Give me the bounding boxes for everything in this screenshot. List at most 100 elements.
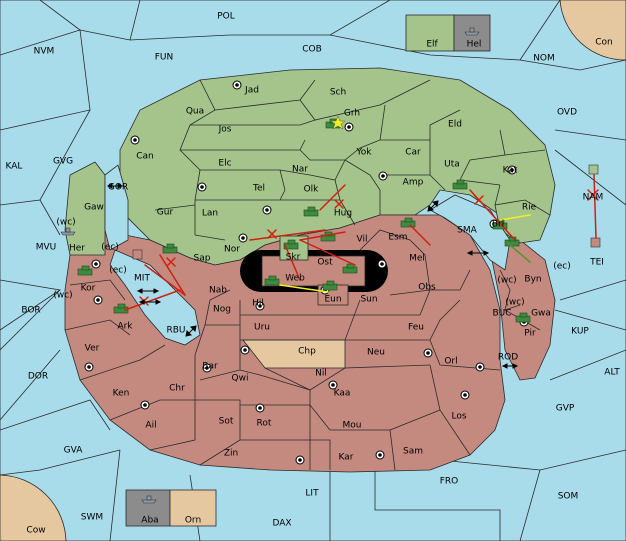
red-land-labels: Skr Vil Esm Bri Ost Mel Web Eun Sun Obs … [81,220,551,463]
svg-text:Qwi: Qwi [232,374,249,384]
land-cow[interactable] [0,474,67,541]
unit-army-icon [77,265,93,276]
svg-text:Can: Can [136,152,154,162]
svg-text:Amp: Amp [403,178,424,188]
svg-text:Zin: Zin [224,449,238,459]
svg-text:Bri: Bri [492,220,504,230]
sea-sma-lagoon[interactable] [429,194,511,271]
svg-text:Byn: Byn [524,275,541,285]
unit-army-icon [322,280,338,291]
label-gvg: GVG [53,157,73,167]
unit-fleet-icon [464,27,480,36]
label-rod: ROD [498,353,518,363]
svg-text:(wc): (wc) [53,291,72,301]
label-aba: Aba [141,516,158,526]
label-mit: MIT [134,274,150,284]
unit-army-icon [452,179,468,190]
svg-text:Gur: Gur [157,208,174,218]
label-kup: KUP [571,327,589,337]
svg-text:Ver: Ver [85,344,100,354]
svg-text:Kor: Kor [81,284,96,294]
unit-army-icon [162,243,178,254]
svg-text:Ark: Ark [117,322,133,332]
svg-text:Sch: Sch [330,88,346,98]
svg-text:Eun: Eun [324,295,341,305]
land-con[interactable] [559,0,626,61]
svg-text:Sap: Sap [194,254,211,264]
svg-text:Kat: Kat [503,166,518,176]
svg-text:(wc): (wc) [505,298,524,308]
label-con: Con [595,38,613,48]
island-elf[interactable] [405,14,455,52]
label-gor: GOR [108,183,128,193]
unit-fleet-icon [60,227,76,236]
svg-text:Sot: Sot [219,417,234,427]
label-lit: LIT [305,489,319,499]
svg-text:Ken: Ken [113,389,130,399]
svg-text:Vil: Vil [357,235,368,245]
svg-text:(ec): (ec) [109,266,127,276]
green-marker-icon [588,164,599,175]
label-cow: Cow [26,526,45,536]
unit-fleet-icon [141,495,157,504]
svg-text:Uru: Uru [254,323,270,333]
svg-text:Nor: Nor [224,245,240,255]
svg-text:Ail: Ail [145,421,156,431]
svg-text:Esm: Esm [388,233,407,243]
svg-text:Chr: Chr [169,384,185,394]
label-dor: DOR [28,372,48,382]
unit-army-icon [303,206,319,217]
svg-text:Hil: Hil [252,299,264,309]
svg-text:Eld: Eld [448,120,462,130]
island-orn[interactable] [169,489,217,527]
unit-army-icon [283,239,299,250]
red-marker-icon [132,249,143,260]
svg-text:Los: Los [451,412,466,422]
svg-text:(ec): (ec) [101,243,119,253]
label-fro: FRO [440,477,459,487]
svg-text:Mel: Mel [409,254,425,264]
unit-army-icon [113,303,129,314]
svg-text:Uta: Uta [444,160,460,170]
label-dax: DAX [272,519,291,529]
label-ovd: OVD [557,108,577,118]
label-nam: NAM [583,193,604,203]
channel-arrows [106,183,519,369]
svg-text:Yok: Yok [355,148,372,158]
label-buc: BUC [492,309,511,319]
green-inland-borders [154,79,546,241]
label-bor: BOR [21,306,40,316]
label-swm: SWM [81,513,103,523]
svg-text:Web: Web [285,274,305,284]
lake-inner-land [261,255,366,287]
label-orn: Orn [185,516,201,526]
land-east-peninsula[interactable] [489,239,556,381]
svg-text:Mou: Mou [343,421,362,431]
order-arrows [124,174,599,311]
label-nvm: NVM [34,47,55,57]
label-som: SOM [558,492,579,502]
svg-text:Pir: Pir [524,329,536,339]
star-icon [330,115,346,130]
unit-army-icon [400,217,416,228]
svg-text:Her: Her [69,244,85,254]
svg-text:Sam: Sam [403,447,423,457]
label-kal: KAL [6,162,23,172]
svg-text:Rot: Rot [257,419,272,429]
svg-text:Sun: Sun [360,295,377,305]
label-hel: Hel [467,40,482,50]
svg-text:Skr: Skr [286,253,301,263]
island-aba[interactable] [125,489,171,527]
svg-text:(wc): (wc) [497,276,516,286]
label-alt: ALT [604,368,620,378]
svg-text:Nar: Nar [292,165,308,175]
unit-army-icon [264,275,280,286]
svg-text:Grh: Grh [344,109,360,119]
svg-text:Hug: Hug [334,209,352,219]
svg-text:Nog: Nog [213,305,231,315]
svg-text:Jad: Jad [244,86,259,96]
label-fun: FUN [155,53,174,63]
green-land-labels: Jad Sch Qua Grh Jos Eld Can Yok Car Elc … [69,86,537,264]
